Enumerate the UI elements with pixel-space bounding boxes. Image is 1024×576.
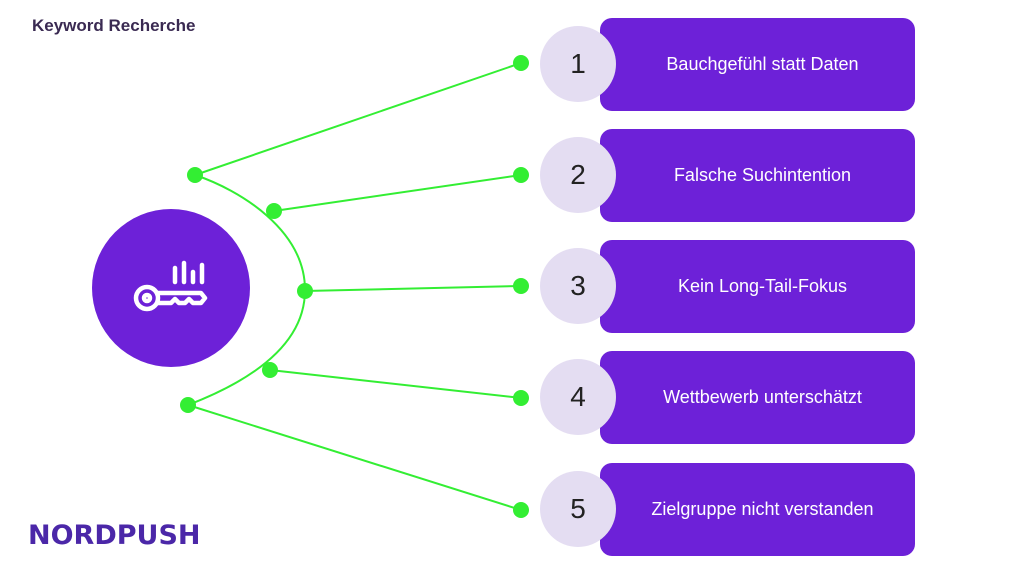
connector-line-4 bbox=[269, 369, 522, 399]
item-pill-3: Kein Long-Tail-Fokus bbox=[600, 240, 915, 333]
page-title: Keyword Recherche bbox=[32, 16, 196, 35]
item-pill-4: Wettbewerb unterschätzt bbox=[600, 351, 915, 444]
connector-line-5 bbox=[187, 404, 522, 511]
connector-dot bbox=[297, 283, 313, 299]
brand-logo: NORDPUSH bbox=[28, 520, 201, 551]
connector-dot bbox=[513, 390, 529, 406]
item-number-2: 2 bbox=[540, 137, 616, 213]
item-pill-1: Bauchgefühl statt Daten bbox=[600, 18, 915, 111]
item-label: Bauchgefühl statt Daten bbox=[666, 54, 859, 74]
item-label: Falsche Suchintention bbox=[673, 165, 852, 185]
connector-line-2 bbox=[273, 174, 522, 212]
item-pill-2: Falsche Suchintention bbox=[600, 129, 915, 222]
hub-circle bbox=[92, 209, 250, 367]
item-label: Kein Long-Tail-Fokus bbox=[677, 276, 848, 296]
connector-dot bbox=[513, 55, 529, 71]
item-label: Wettbewerb unterschätzt bbox=[663, 387, 862, 407]
connector-dot bbox=[187, 167, 203, 183]
connector-dot bbox=[180, 397, 196, 413]
item-number-3: 3 bbox=[540, 248, 616, 324]
item-number-5: 5 bbox=[540, 471, 616, 547]
connector-dot bbox=[513, 278, 529, 294]
item-number-4: 4 bbox=[540, 359, 616, 435]
item-pill-5: Zielgruppe nicht verstanden bbox=[600, 463, 915, 556]
connector-dot bbox=[513, 167, 529, 183]
connector-dot bbox=[262, 362, 278, 378]
item-number-1: 1 bbox=[540, 26, 616, 102]
key-analytics-icon bbox=[133, 260, 208, 312]
item-label: Zielgruppe nicht verstanden bbox=[651, 499, 874, 519]
connector-line-1 bbox=[194, 62, 522, 176]
connector-dot bbox=[266, 203, 282, 219]
connector-dot bbox=[513, 502, 529, 518]
connector-line-3 bbox=[304, 285, 522, 292]
